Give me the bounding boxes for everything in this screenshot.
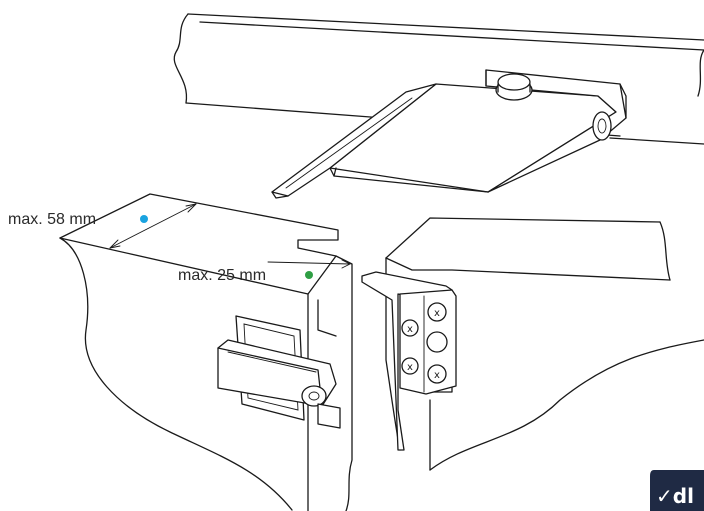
ramp-knob-top	[497, 73, 531, 91]
ramp-plate	[329, 83, 617, 193]
ramp-roller-inner	[597, 118, 607, 134]
right-panel-bottom-break	[429, 339, 704, 471]
depth-arrow-start	[109, 239, 121, 249]
logo-text: ✓dl	[656, 484, 694, 508]
screw-3	[401, 357, 419, 375]
left-panel-right-edge	[335, 255, 353, 511]
guide-prong	[271, 83, 437, 197]
right-panel-top-front	[385, 257, 671, 281]
rail-right-break	[697, 49, 704, 97]
rail-inner-edge	[199, 21, 704, 51]
ramp-under-edge	[333, 167, 337, 177]
left-panel-edge-step	[317, 299, 337, 337]
screw-4-mark: x	[434, 370, 440, 381]
right-panel-assembly: x x x x	[361, 217, 704, 471]
logo-background	[650, 470, 704, 511]
hinge-pin-hole	[308, 391, 320, 401]
thickness-marker-dot	[305, 271, 313, 279]
screw-hole	[426, 331, 448, 353]
screw-2-mark: x	[407, 324, 413, 335]
thickness-label: max. 25 mm	[178, 267, 266, 284]
rail-bottom-edge-right	[609, 137, 704, 145]
hinge-pin	[301, 385, 327, 407]
depth-marker-dot	[140, 215, 148, 223]
screw-2	[401, 319, 419, 337]
screw-1	[427, 302, 447, 322]
rail-top-edge	[187, 13, 704, 41]
screw-4	[427, 364, 447, 384]
depth-label: max. 58 mm	[8, 211, 96, 228]
ramp-end-block-side	[619, 83, 627, 119]
thickness-arrow-end	[341, 259, 351, 269]
ramp-knob-sides	[497, 83, 531, 93]
left-panel-break	[59, 237, 293, 511]
screw-1-mark: x	[434, 308, 440, 319]
depth-dimension-line	[109, 203, 197, 249]
left-panel-assembly	[59, 193, 353, 511]
right-panel-right-break	[659, 221, 671, 281]
brand-logo: ✓dl	[650, 470, 704, 511]
guide-prong-tip	[271, 191, 289, 199]
rail-left-break	[173, 13, 189, 104]
left-panel-top-face	[59, 193, 339, 295]
hinge-arm-groove	[227, 351, 317, 373]
dimension-thickness: max. 25 mm	[178, 259, 351, 284]
thickness-dimension-line	[267, 261, 351, 265]
top-rail-assembly	[173, 13, 704, 199]
guide-prong-groove	[285, 97, 413, 189]
hinge-foot	[317, 403, 341, 429]
screw-3-mark: x	[407, 362, 413, 373]
ramp-roller	[592, 111, 612, 141]
right-panel-top-face	[385, 217, 661, 259]
dimension-depth: max. 58 mm	[8, 203, 197, 249]
left-panel-front-edge	[59, 237, 309, 295]
depth-arrow-end	[185, 203, 197, 213]
